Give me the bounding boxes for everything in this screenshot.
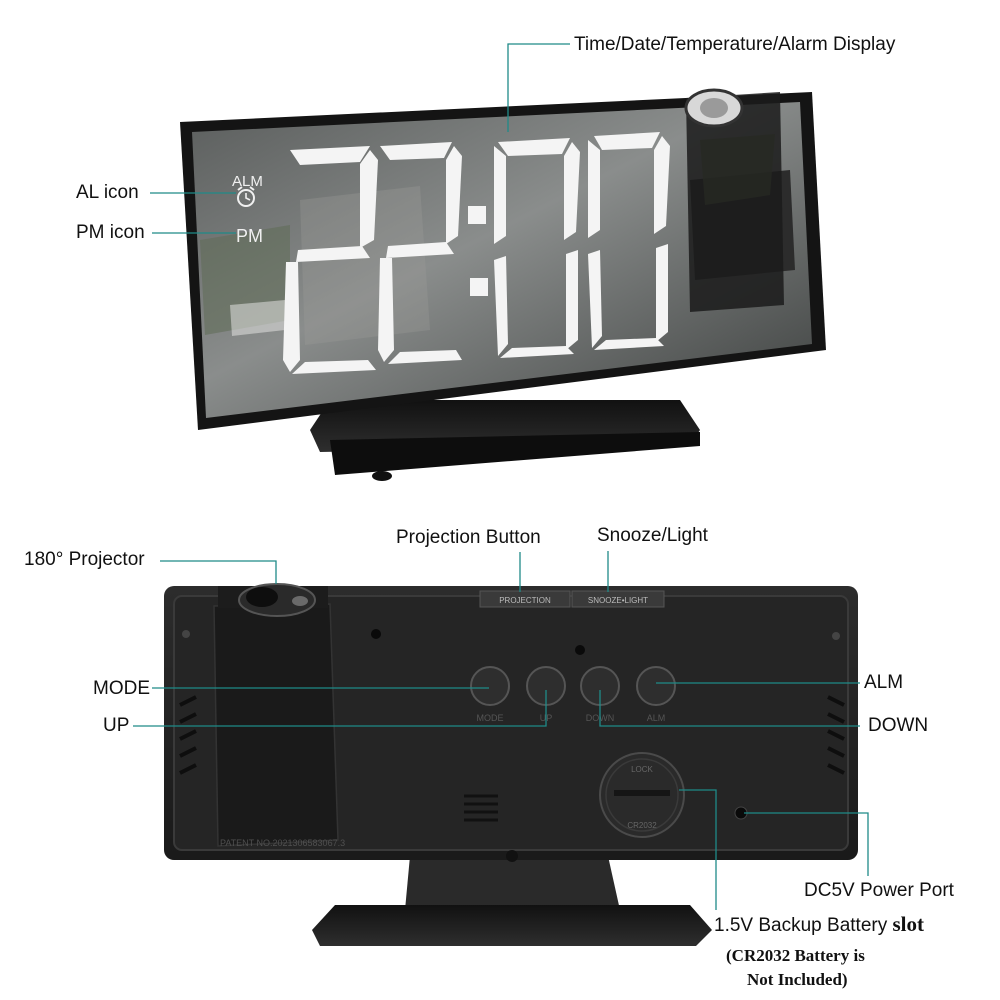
callout-battery-line2: (CR2032 Battery is xyxy=(726,946,865,965)
callout-mode: MODE xyxy=(93,678,150,699)
top-projection-button[interactable]: PROJECTION xyxy=(479,590,571,608)
front-projector-module xyxy=(686,92,784,312)
callout-battery-line1: 1.5V Backup Battery slot xyxy=(714,913,924,937)
projector-lens xyxy=(238,583,316,617)
callout-down: DOWN xyxy=(868,715,929,736)
battery-model-text: CR2032 xyxy=(627,821,657,830)
leader-up xyxy=(133,690,547,727)
patent-text: PATENT NO.2021306583067.3 xyxy=(220,838,345,848)
back-clock: PROJECTION SNOOZE•LIGHT xyxy=(164,583,858,946)
back-stand xyxy=(405,856,620,910)
callout-projector: 180° Projector xyxy=(24,549,145,570)
leader-dc-port xyxy=(744,812,869,876)
mode-button-text: MODE xyxy=(477,713,504,723)
digit-2 xyxy=(378,142,462,364)
callout-up: UP xyxy=(103,715,130,736)
right-vent xyxy=(827,695,845,775)
digit-3 xyxy=(494,138,580,358)
digit-4 xyxy=(588,132,670,350)
leader-down xyxy=(599,690,860,727)
alm-icon-text: ALM xyxy=(232,173,263,190)
battery-cover[interactable]: LOCK CR2032 xyxy=(599,752,685,838)
display-digits xyxy=(283,132,670,374)
leader-display xyxy=(507,43,570,132)
callout-battery-line3: Not Included) xyxy=(747,970,848,989)
snooze-light-button-text: SNOOZE•LIGHT xyxy=(588,596,648,605)
left-vent xyxy=(179,695,197,775)
digit-1 xyxy=(283,146,378,374)
battery-lock-text: LOCK xyxy=(631,765,653,774)
callout-battery-line1-tail: slot xyxy=(892,912,925,936)
center-vent xyxy=(464,794,498,822)
leader-battery xyxy=(679,789,717,910)
callout-battery-line1-main: 1.5V Backup Battery xyxy=(714,915,888,936)
front-clock: ALM PM xyxy=(180,88,826,481)
callout-display: Time/Date/Temperature/Alarm Display xyxy=(574,34,896,55)
mode-button[interactable]: MODE xyxy=(470,666,510,723)
callout-snooze-light: Snooze/Light xyxy=(597,525,708,546)
alarm-bell-icon xyxy=(237,186,255,207)
leader-projector xyxy=(160,560,277,584)
back-projector-column xyxy=(213,603,339,847)
top-snooze-light-button[interactable]: SNOOZE•LIGHT xyxy=(571,590,665,608)
callout-projection-button: Projection Button xyxy=(396,527,541,548)
callout-al-icon: AL icon xyxy=(76,182,139,203)
alm-button-text: ALM xyxy=(647,713,666,723)
projection-button-text: PROJECTION xyxy=(499,596,551,605)
alm-button[interactable]: ALM xyxy=(636,666,676,723)
callout-dc-port: DC5V Power Port xyxy=(804,880,954,901)
callout-pm-icon: PM icon xyxy=(76,222,145,243)
pm-icon-text: PM xyxy=(236,226,263,246)
callout-alm: ALM xyxy=(864,672,904,693)
